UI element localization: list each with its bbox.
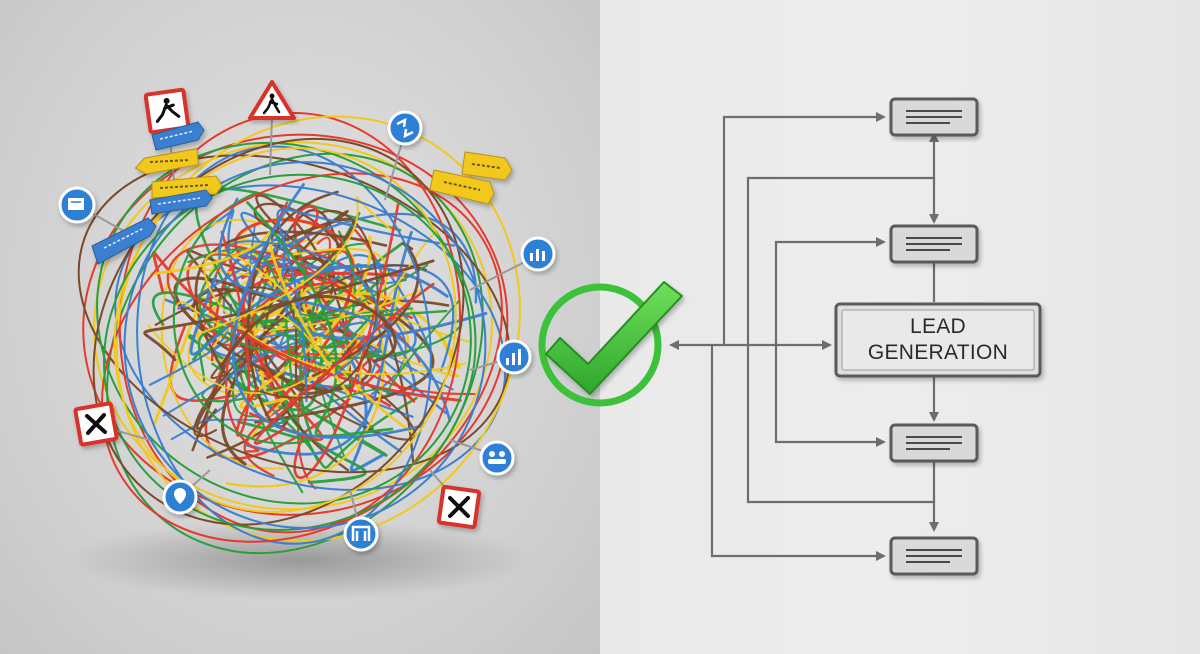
wire — [233, 244, 455, 372]
wire — [249, 280, 338, 442]
warning-sign-person-walking — [248, 80, 296, 120]
warning-sign-x-right — [436, 484, 482, 530]
arrow-sign-blue — [91, 121, 213, 265]
warning-sign-x-left — [73, 401, 119, 447]
wire — [226, 240, 379, 376]
flow-nodes — [889, 97, 979, 576]
building-icon — [351, 525, 371, 541]
wire-loop — [113, 147, 457, 513]
wire — [231, 183, 424, 439]
wire — [195, 196, 392, 336]
connector-loop-top — [746, 176, 934, 345]
main-node-box — [834, 302, 1042, 378]
check-badge — [538, 281, 683, 407]
connector-node2 — [774, 237, 886, 440]
warning-sign-person-crossing — [143, 87, 191, 135]
circle-sign-building — [343, 516, 379, 552]
connector-node3 — [774, 437, 886, 447]
wire — [160, 218, 285, 470]
wire-loop — [103, 173, 477, 531]
wire-loop — [82, 133, 509, 516]
wire — [220, 295, 397, 367]
circle-sign-chart-top — [520, 236, 556, 272]
person-walking-icon — [262, 93, 281, 115]
wire — [225, 282, 385, 488]
circle-sign-arrows — [387, 110, 423, 146]
tangle-shadow — [70, 520, 530, 600]
check-icon — [545, 281, 683, 395]
wire — [276, 208, 456, 403]
arrows-icon — [396, 117, 414, 139]
wire — [234, 218, 354, 417]
wire — [240, 205, 416, 403]
wire — [246, 201, 394, 438]
document-lines-icon — [906, 436, 962, 450]
pin-icon — [174, 488, 186, 504]
wire — [172, 191, 306, 445]
wire — [263, 210, 350, 472]
x-cross-icon — [85, 413, 107, 435]
flow-node-2 — [889, 224, 979, 264]
wire — [237, 212, 361, 442]
circle-sign-pin — [162, 479, 198, 515]
circle-sign-people — [479, 440, 515, 476]
document-lines-icon — [906, 110, 962, 124]
wire-loop — [77, 154, 511, 474]
wire — [225, 201, 289, 453]
chart-icon — [530, 249, 545, 261]
connector-loop-bottom — [746, 345, 934, 504]
document-icon — [68, 198, 84, 210]
wire-loop — [123, 161, 487, 529]
people-icon — [488, 451, 506, 464]
connector-node4 — [710, 345, 886, 561]
signs-group — [58, 80, 556, 552]
document-lines-icon — [906, 237, 962, 251]
wire — [220, 230, 260, 437]
wire — [150, 231, 353, 400]
wire — [311, 241, 420, 378]
wire — [293, 203, 400, 479]
tangled-wires — [77, 111, 521, 555]
x-cross-icon — [448, 496, 470, 518]
connector-node1 — [722, 112, 886, 345]
chart-icon — [506, 349, 521, 365]
flow-node-4 — [889, 536, 979, 576]
wire — [147, 231, 439, 394]
flow-connectors — [669, 112, 939, 561]
wire — [275, 234, 460, 378]
wire — [187, 248, 429, 317]
wire — [260, 300, 460, 433]
wire — [253, 282, 435, 445]
wire — [254, 239, 435, 424]
circle-sign-document — [58, 186, 96, 224]
document-lines-icon — [906, 549, 962, 563]
person-crossing-icon — [155, 97, 181, 123]
flow-node-3 — [889, 423, 979, 463]
wire — [227, 331, 417, 441]
flow-node-1 — [889, 97, 979, 137]
circle-sign-chart — [496, 339, 532, 375]
